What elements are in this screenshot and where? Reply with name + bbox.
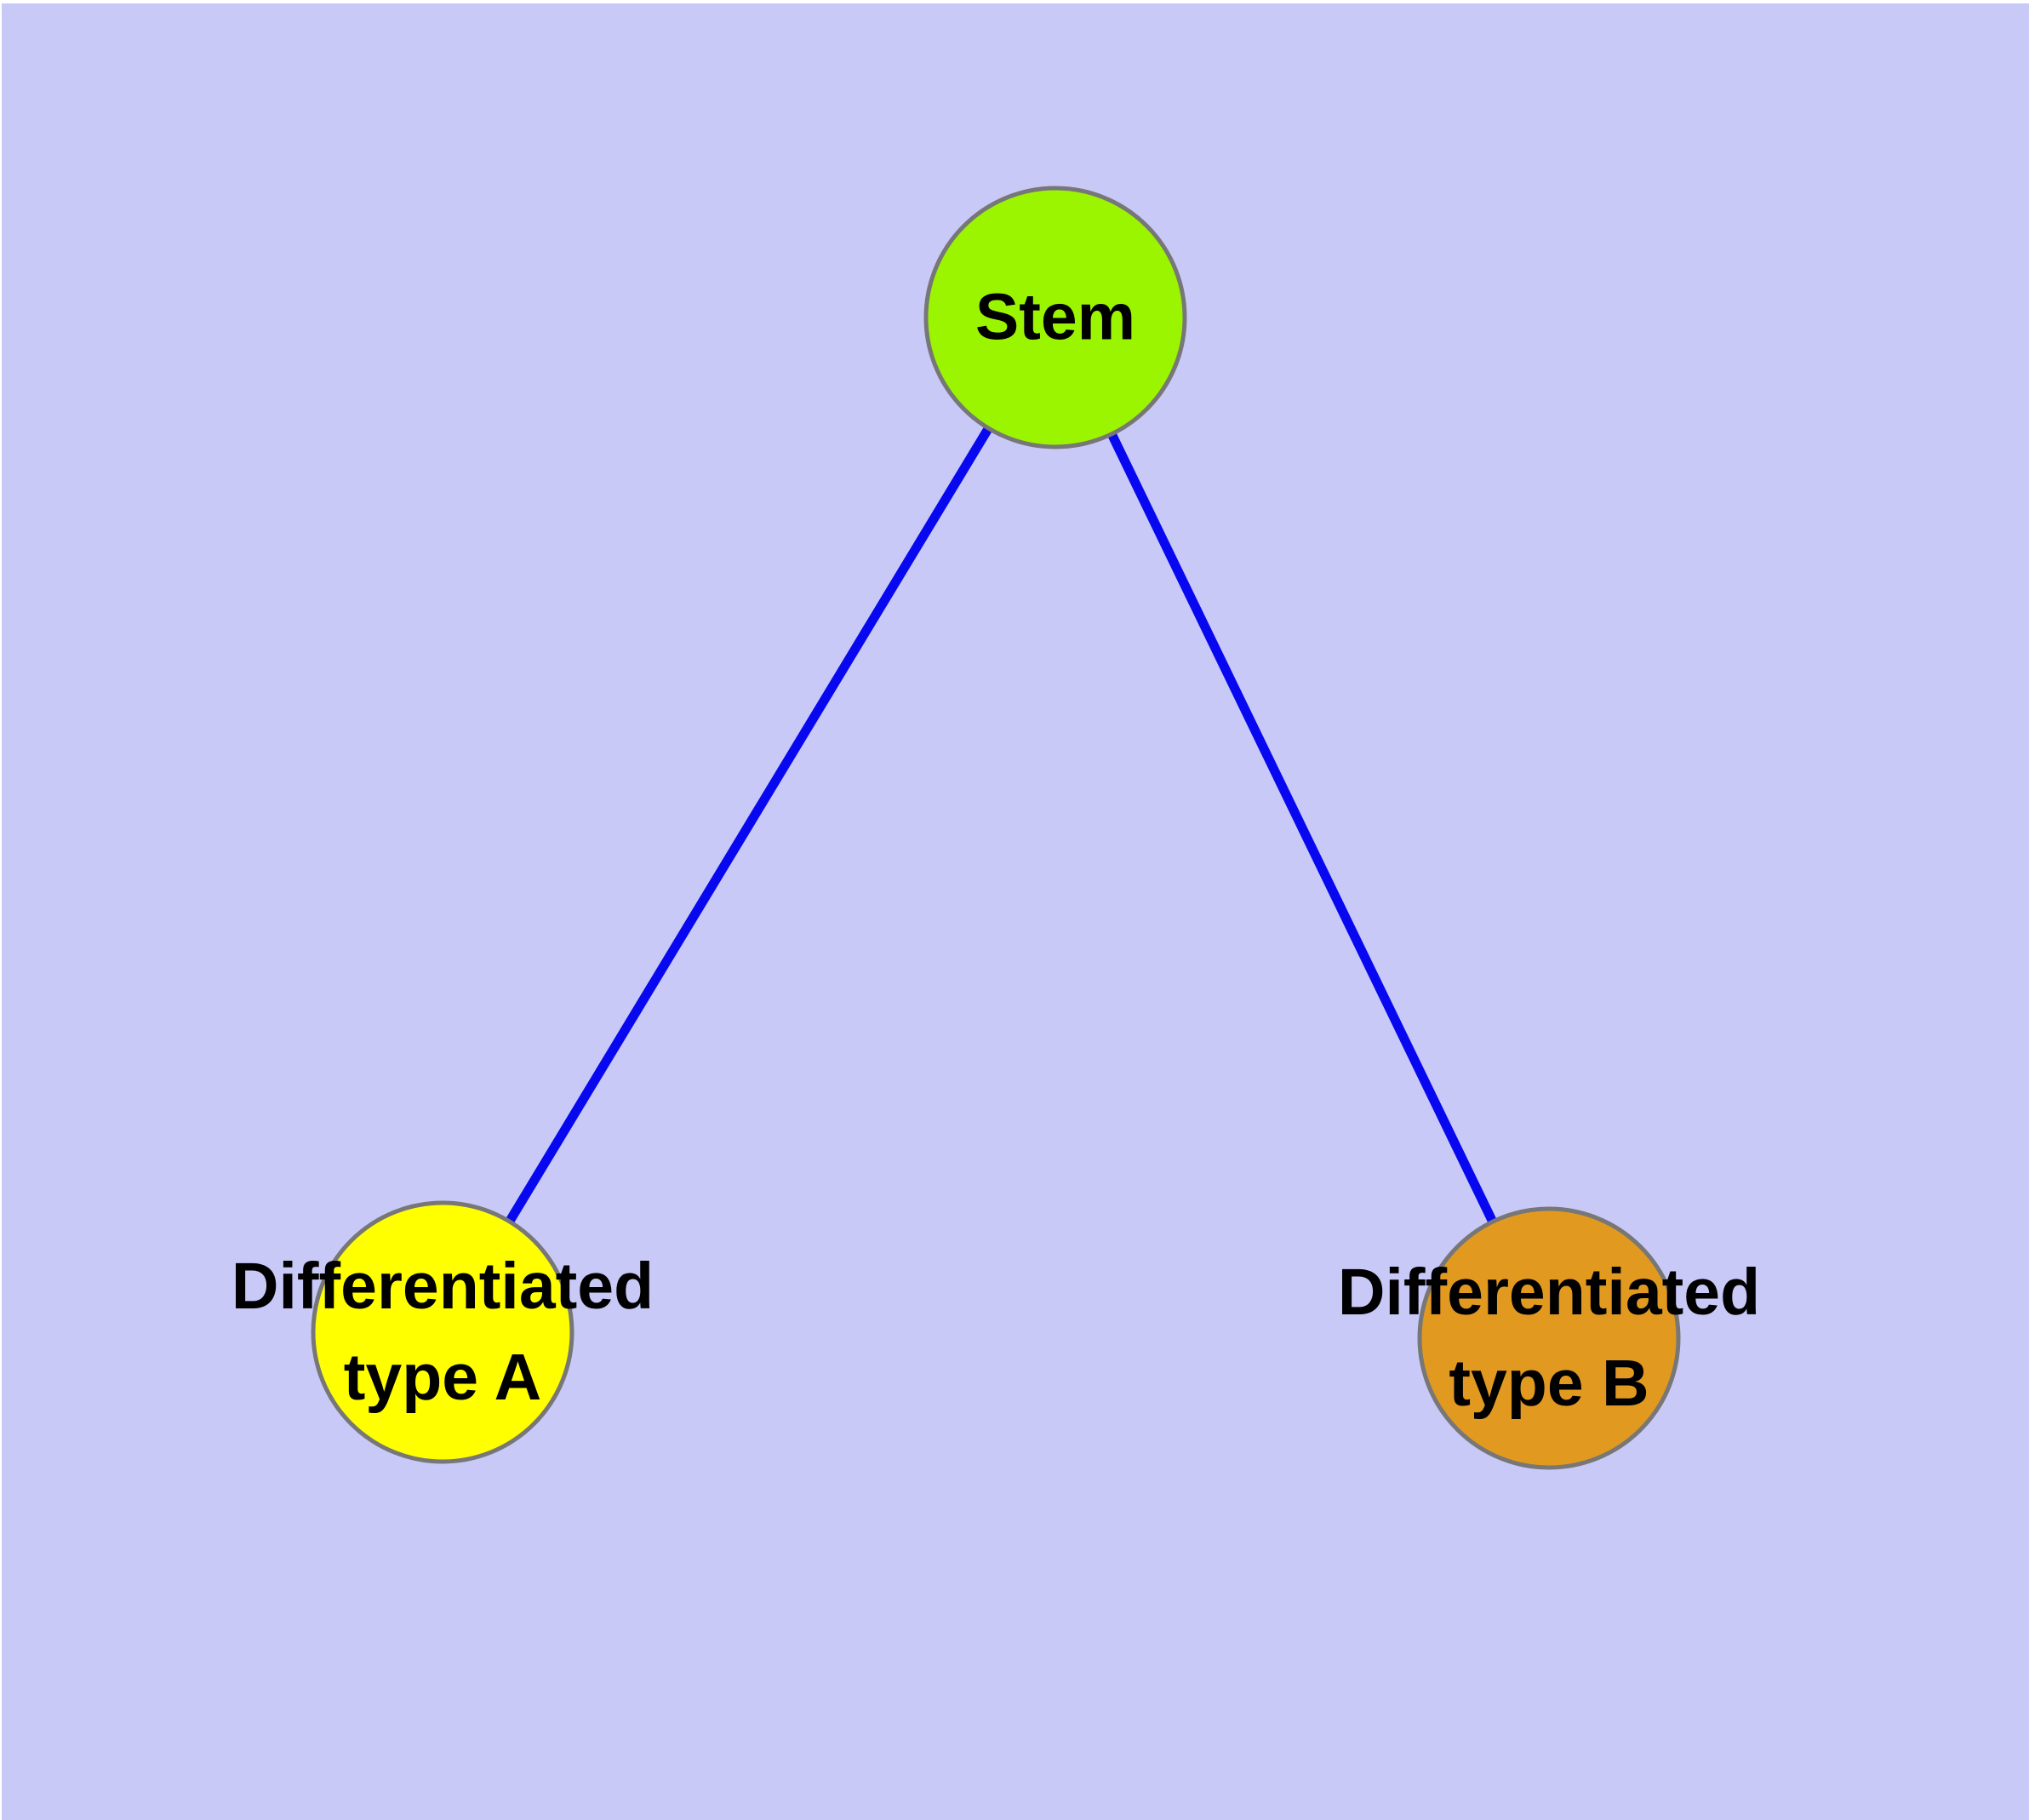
edge-stem-to-type-b	[1051, 315, 1553, 1341]
node-type-b	[1417, 1206, 1681, 1470]
edge-stem-to-type-a	[438, 315, 1060, 1335]
node-stem	[923, 186, 1187, 449]
node-type-a	[311, 1200, 574, 1464]
